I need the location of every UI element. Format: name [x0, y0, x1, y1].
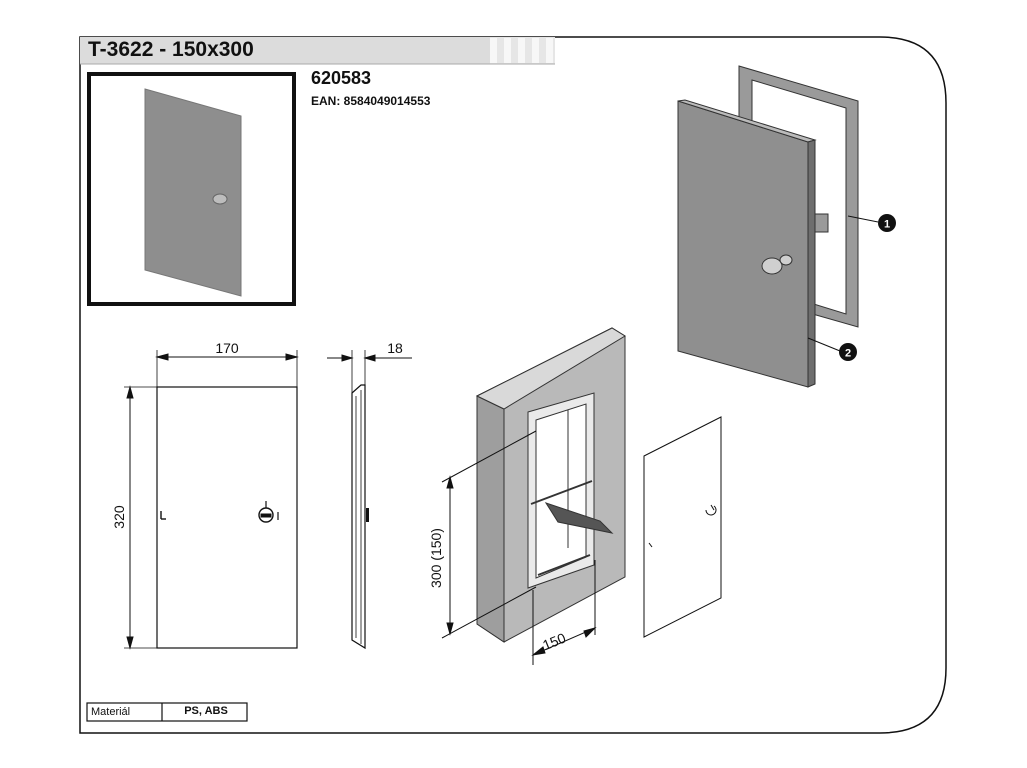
exploded-view — [677, 65, 879, 388]
opening-dimensions — [441, 430, 597, 665]
material-table — [86, 702, 248, 722]
dim-depth-label: 18 — [387, 340, 403, 356]
svg-text:1: 1 — [884, 219, 890, 231]
material-label: Materiál — [91, 706, 131, 718]
product-code: 620583 — [311, 68, 372, 88]
wall-installation-view — [475, 327, 626, 643]
front-view — [124, 350, 299, 650]
product-door-panel — [144, 88, 242, 297]
door-knob — [212, 193, 228, 205]
product-title: T-3622 - 150x300 — [88, 38, 254, 61]
dim-height-label: 320 — [111, 505, 127, 529]
dim-opening-width-label: 150 — [540, 629, 568, 653]
ean-code: EAN: 8584049014553 — [311, 94, 431, 108]
dim-opening-height-label: 300 (150) — [428, 528, 444, 588]
detached-door — [643, 416, 722, 638]
callout-2: 2 — [839, 343, 857, 361]
callout-1: 1 — [878, 214, 896, 232]
side-view — [327, 350, 412, 650]
material-value: PS, ABS — [184, 705, 228, 717]
dim-width-label: 170 — [215, 340, 239, 356]
svg-text:2: 2 — [845, 348, 851, 360]
sheet-border — [79, 36, 947, 734]
